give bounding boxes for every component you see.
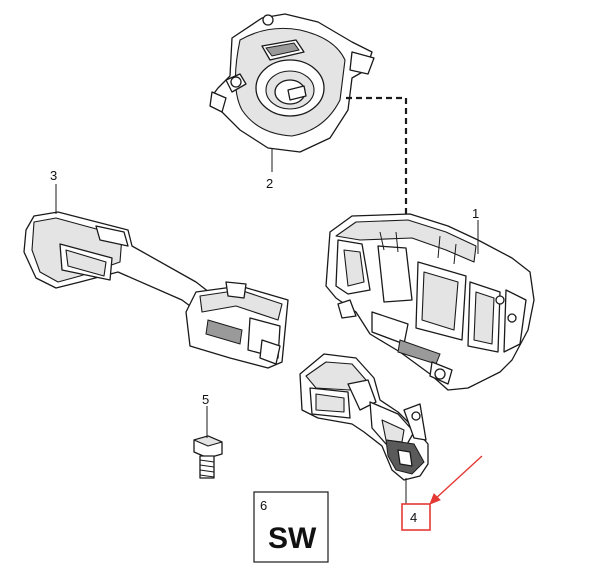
highlight-arrow [429, 455, 483, 505]
callout-3: 3 [50, 168, 57, 183]
part-3-left-stalk[interactable] [23, 211, 289, 369]
part-5-bolt[interactable] [193, 435, 223, 479]
sw-label: SW [268, 522, 317, 555]
callout-4-highlight-box [401, 503, 431, 531]
callout-5: 5 [202, 392, 209, 407]
part-6-software-box[interactable]: 6 SW [253, 491, 329, 563]
part-2-clock-spring[interactable] [209, 13, 375, 153]
part-1-switch-housing[interactable] [325, 213, 535, 391]
callout-6: 6 [260, 498, 267, 513]
callout-2: 2 [266, 176, 273, 191]
callout-4: 4 [410, 510, 417, 525]
part-4-right-stalk[interactable] [299, 353, 429, 481]
callout-1: 1 [472, 206, 479, 221]
